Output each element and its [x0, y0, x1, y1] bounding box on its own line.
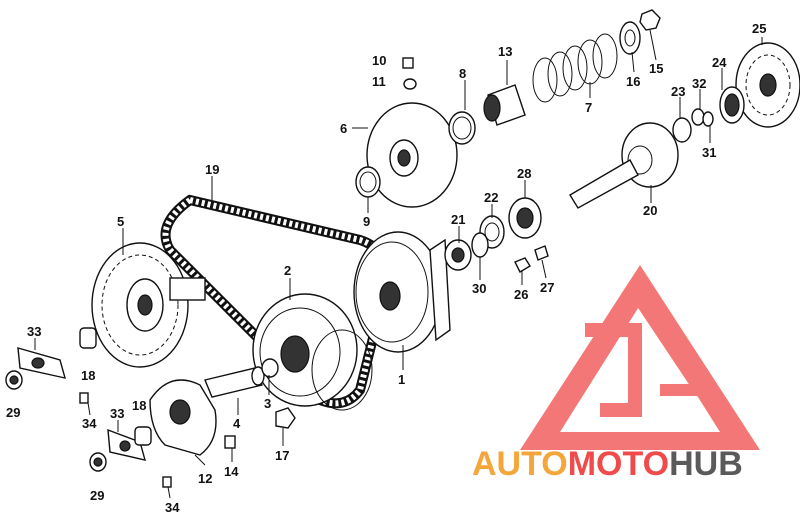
- callout-24: 24: [712, 55, 727, 70]
- nut-15: [639, 9, 661, 31]
- callout-6: 6: [340, 121, 347, 136]
- callout-5: 5: [117, 214, 124, 229]
- callout-19: 19: [205, 162, 219, 177]
- callout-26: 26: [514, 287, 528, 302]
- watermark-logo: [520, 265, 760, 450]
- callout-33-lower: 33: [110, 406, 124, 421]
- callout-28: 28: [517, 166, 531, 181]
- roller-18-lower: [134, 426, 152, 446]
- watermark-hub: HUB: [669, 445, 743, 483]
- ring-32: [691, 108, 705, 126]
- callout-22: 22: [484, 190, 498, 205]
- bearing-24: [719, 86, 745, 124]
- callout-4: 4: [233, 416, 241, 431]
- callout-15: 15: [649, 61, 663, 76]
- clutch-bell: [735, 42, 800, 128]
- watermark-auto: AUTO: [472, 445, 568, 483]
- callout-8: 8: [459, 66, 466, 81]
- callout-29-upper: 29: [6, 405, 20, 420]
- bracket-33-upper: [17, 347, 66, 379]
- callout-17: 17: [275, 448, 289, 463]
- callout-9: 9: [363, 214, 370, 229]
- callout-33-upper: 33: [27, 324, 41, 339]
- callout-2: 2: [284, 263, 291, 278]
- slider-14: [224, 435, 236, 449]
- front-half-pulley: [353, 231, 451, 353]
- callout-29-lower: 29: [90, 488, 104, 503]
- ring-30: [471, 232, 489, 258]
- callout-13: 13: [498, 44, 512, 59]
- callout-18-lower: 18: [132, 398, 146, 413]
- watermark-moto: MOTO: [568, 445, 669, 483]
- callout-3: 3: [264, 396, 271, 411]
- callout-10: 10: [372, 53, 386, 68]
- nut-26: [514, 257, 531, 273]
- callout-32: 32: [692, 76, 706, 91]
- nut-17: [275, 407, 296, 429]
- nut-11: [403, 78, 417, 90]
- clutch-spring: [532, 33, 618, 103]
- callout-labels: 1 2 3 4 5 6 7 8 9 10 11 12 13 14 15 16 1…: [6, 21, 766, 515]
- callout-21: 21: [451, 212, 465, 227]
- roller-18-upper: [79, 327, 97, 349]
- sleeve: [204, 366, 265, 398]
- screw-34-lower: [162, 476, 172, 488]
- callout-34-upper: 34: [82, 416, 97, 431]
- leader-lines: [34, 29, 763, 499]
- washer-3: [261, 358, 279, 378]
- callout-1: 1: [398, 372, 405, 387]
- watermark-text: AUTOMOTOHUB: [472, 445, 743, 483]
- callout-7: 7: [585, 100, 592, 115]
- bushing-13: [483, 84, 526, 126]
- callout-16: 16: [626, 74, 640, 89]
- circlip-31: [702, 111, 714, 127]
- callout-34-lower: 34: [165, 500, 180, 515]
- fixed-half-pulley: [366, 102, 458, 208]
- callout-27: 27: [540, 280, 554, 295]
- callout-18-upper: 18: [81, 368, 95, 383]
- callout-20: 20: [643, 203, 657, 218]
- callout-23: 23: [671, 84, 685, 99]
- bracket-33-lower: [107, 428, 146, 461]
- variator-assembly: [252, 293, 373, 411]
- cup-16: [619, 21, 641, 55]
- bolt-10: [402, 57, 414, 69]
- callout-12: 12: [198, 471, 212, 486]
- callout-14: 14: [224, 464, 239, 479]
- callout-25: 25: [752, 21, 766, 36]
- ramp-plate: [149, 379, 217, 456]
- clutch-shaft: [569, 122, 679, 209]
- driven-pulley: [91, 242, 206, 368]
- bolt-27: [534, 245, 549, 261]
- screw-34-upper: [79, 392, 89, 404]
- washer-23: [672, 117, 692, 143]
- callout-30: 30: [472, 281, 486, 296]
- callout-31: 31: [702, 145, 716, 160]
- callout-11: 11: [372, 74, 386, 89]
